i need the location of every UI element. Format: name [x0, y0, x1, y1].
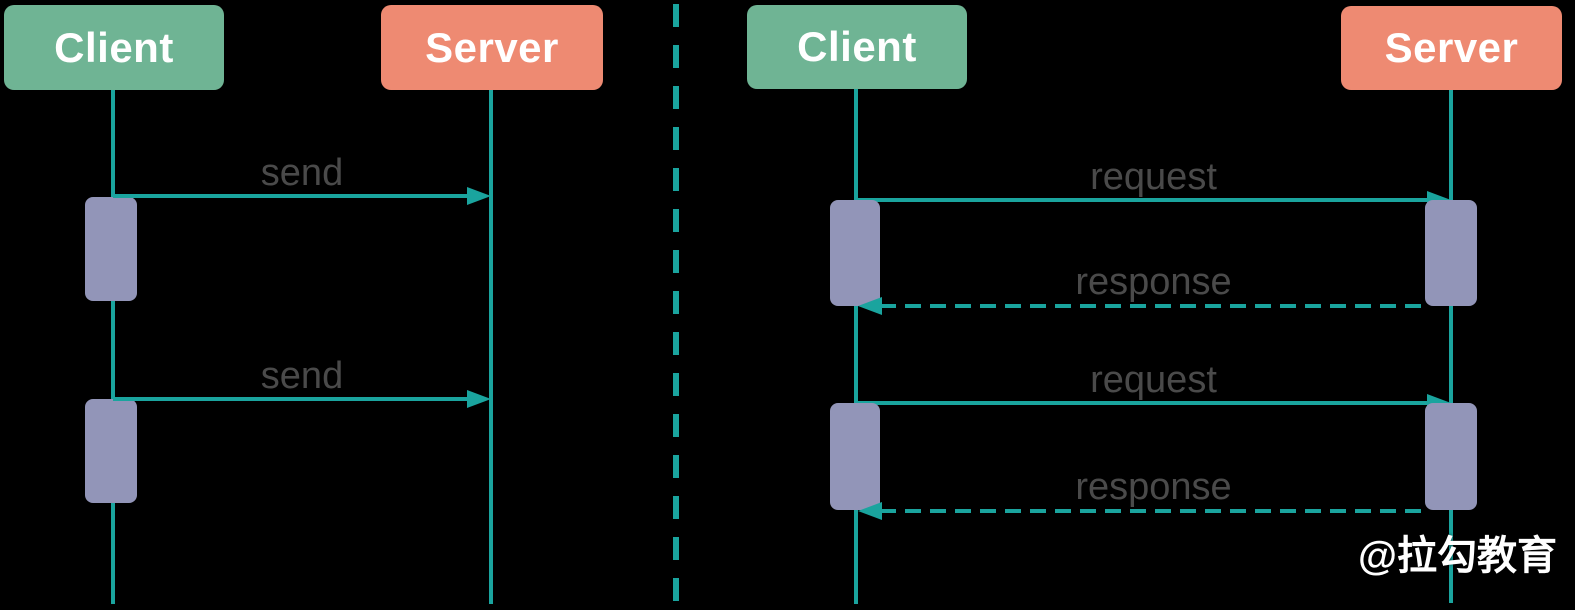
- arrowhead-left-icon: [858, 502, 882, 520]
- activation-server-right-1: [1425, 200, 1477, 306]
- message-line-request-1: [856, 198, 1433, 202]
- message-label-send-2: send: [260, 355, 344, 397]
- lifeline-server-left: [489, 90, 493, 604]
- message-label-request-1: request: [1090, 156, 1217, 198]
- message-line-send-1: [113, 194, 483, 198]
- actor-label-server-left: Server: [425, 23, 559, 71]
- message-label-request-2: request: [1090, 359, 1217, 401]
- activation-client-right-1: [830, 200, 880, 306]
- message-label-send-1: send: [260, 152, 344, 194]
- actor-box-client-left: Client: [4, 5, 224, 90]
- actor-label-client-right: Client: [797, 23, 917, 70]
- message-line-send-2: [113, 397, 483, 401]
- actor-box-client-right: Client: [747, 5, 967, 89]
- arrowhead-left-icon: [858, 297, 882, 315]
- activation-client-left-1: [85, 197, 137, 301]
- actor-label-server-right: Server: [1384, 24, 1519, 71]
- message-line-request-2: [856, 401, 1433, 405]
- lifeline-server-right: [1449, 90, 1453, 603]
- activation-client-right-2: [830, 403, 880, 510]
- arrowhead-right-icon: [467, 390, 491, 408]
- activation-server-right-2: [1425, 403, 1477, 510]
- arrowhead-right-icon: [467, 187, 491, 205]
- lifeline-client-left: [111, 90, 115, 604]
- activation-client-left-2: [85, 399, 137, 503]
- lifeline-client-right: [854, 89, 858, 604]
- panel-divider-dashed-line: [673, 4, 679, 605]
- watermark-text: @拉勾教育: [1358, 534, 1558, 578]
- message-line-response-2: [880, 509, 1425, 513]
- message-label-response-2: response: [1075, 466, 1232, 508]
- actor-label-client-left: Client: [54, 23, 174, 71]
- message-line-response-1: [880, 304, 1425, 308]
- actor-box-server-left: Server: [381, 5, 603, 90]
- actor-box-server-right: Server: [1341, 6, 1562, 90]
- message-label-response-1: response: [1075, 261, 1232, 303]
